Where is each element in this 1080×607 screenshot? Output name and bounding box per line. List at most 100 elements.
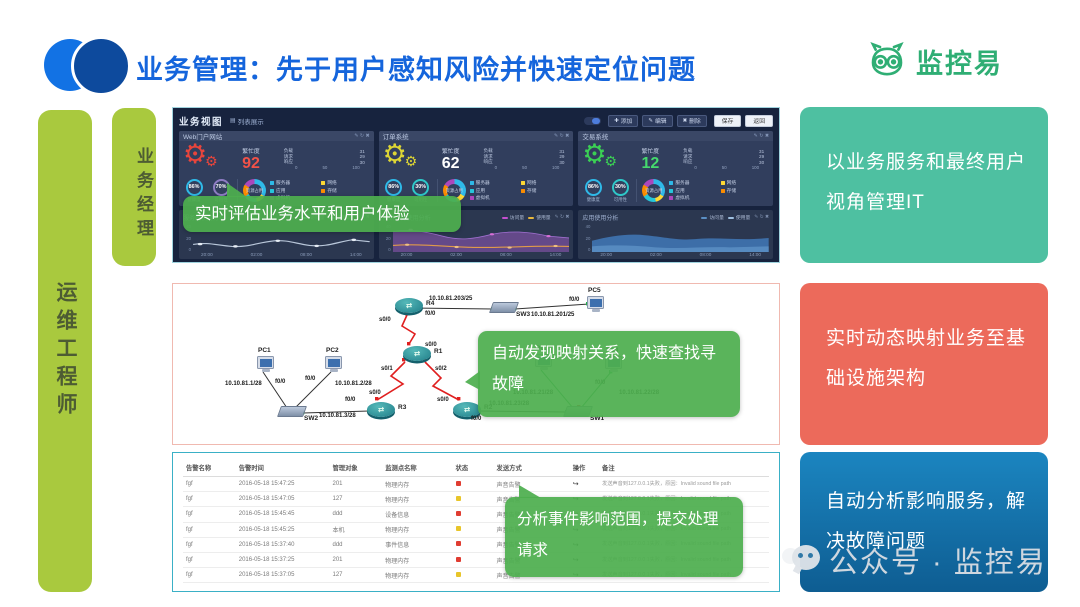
alarm-row[interactable]: fgf 2016-05-18 15:47:25 201 物理内存 声音告警 ↪ … bbox=[183, 476, 769, 493]
network-device[interactable]: SW1 bbox=[562, 406, 604, 422]
device-icon: ⇄ bbox=[395, 298, 423, 313]
donut-label: 资源占用 bbox=[645, 187, 663, 193]
busy-label: 繁忙度 bbox=[242, 149, 260, 155]
role-manager-label: 业务经理 bbox=[134, 147, 153, 243]
axis-tick: 100 bbox=[352, 164, 360, 170]
legend-item: 应用 bbox=[669, 188, 718, 194]
alarm-header-cell: 告警名称 bbox=[183, 459, 236, 477]
alarm-name-cell: fgf bbox=[183, 567, 236, 584]
kpi-cards: Web门户网站 ✎ ↻ ✖ ⚙ ⚙ 繁忙度 92 负载 bbox=[179, 131, 774, 206]
card-tools-icon[interactable]: ✎ ↻ ✖ bbox=[753, 133, 770, 139]
net-label: s0/0 bbox=[369, 390, 381, 396]
device-icon: ⇄ bbox=[453, 402, 481, 417]
alarm-monitor-cell: 设备信息 bbox=[382, 506, 453, 523]
toolbar-button[interactable]: ✖删除 bbox=[676, 114, 707, 127]
toolbar-button-light[interactable]: 返回 bbox=[745, 114, 773, 127]
busy-label: 繁忙度 bbox=[441, 149, 460, 155]
alarm-time-cell: 2016-05-18 15:47:05 bbox=[235, 491, 330, 508]
bar-value: 29 bbox=[759, 154, 765, 159]
device-name: PC5 bbox=[588, 287, 601, 294]
gear-icon: ⚙ ⚙ bbox=[183, 139, 218, 169]
legend-item: 虚拟机 bbox=[669, 195, 718, 201]
axis-tick: 100 bbox=[552, 164, 560, 170]
view-toggle[interactable] bbox=[584, 116, 602, 125]
status-dot bbox=[455, 495, 461, 501]
network-device[interactable]: ⇄ R2 bbox=[453, 402, 492, 417]
toolbar-button[interactable]: ✚添加 bbox=[608, 114, 639, 127]
benefit-text: 以业务服务和最终用户视角管理IT bbox=[826, 152, 1027, 213]
chart-tools-icon[interactable]: ✎ ↻ ✖ bbox=[554, 215, 570, 220]
alarm-target-cell: 201 bbox=[329, 476, 383, 493]
network-device[interactable]: SW3 bbox=[488, 302, 530, 318]
status-dot bbox=[455, 571, 461, 577]
forward-arrow-icon[interactable]: ↪ bbox=[572, 481, 579, 489]
legend-label: 服务器 bbox=[475, 179, 490, 185]
legend-swatch bbox=[270, 188, 274, 193]
time-label: 20:00 bbox=[600, 252, 613, 257]
donut-label: 资源占用 bbox=[445, 187, 463, 193]
device-name: R1 bbox=[434, 348, 443, 355]
busy-value: 12 bbox=[641, 155, 660, 172]
legend-label: 应用 bbox=[675, 187, 685, 193]
card-tools-icon[interactable]: ✎ ↻ ✖ bbox=[354, 133, 370, 139]
time-label: 14:00 bbox=[749, 252, 761, 257]
chart-tools-icon[interactable]: ✎ ↻ ✖ bbox=[754, 215, 770, 220]
legend-label: 服务器 bbox=[276, 179, 291, 185]
alarm-remark-cell: 发送声音到127.0.0.1失败，原因：Invalid sound file p… bbox=[599, 476, 769, 493]
device-name: SW2 bbox=[304, 415, 319, 422]
status-dot bbox=[455, 556, 461, 562]
legend-swatch bbox=[521, 188, 525, 193]
network-device[interactable]: PC2 bbox=[325, 347, 342, 372]
net-label: f0/0 bbox=[345, 397, 356, 403]
watermark-text: 公众号 · 监控易 bbox=[829, 547, 1047, 579]
bar-value: 30 bbox=[759, 159, 765, 165]
legend-item: 网络 bbox=[321, 180, 370, 186]
device-icon bbox=[488, 302, 520, 313]
network-device[interactable]: PC5 bbox=[587, 287, 604, 312]
alarm-name-cell: fgf bbox=[183, 476, 236, 493]
card-title: 交易系统 bbox=[582, 134, 609, 141]
network-device[interactable]: SW2 bbox=[276, 406, 318, 422]
legend-swatch bbox=[521, 180, 525, 185]
alarm-name-cell: fgf bbox=[183, 522, 236, 538]
legend-item: 网络 bbox=[521, 180, 570, 186]
gauge-value: 70% bbox=[215, 184, 227, 190]
status-dot bbox=[455, 541, 461, 547]
slide-logo bbox=[44, 36, 131, 96]
alarm-status-cell bbox=[452, 522, 494, 538]
callout-bubble-evaluate: 实时评估业务水平和用户体验 bbox=[183, 183, 461, 232]
time-label: 08:00 bbox=[699, 252, 712, 257]
alarm-status-cell bbox=[452, 491, 494, 508]
legend-label: 网络 bbox=[726, 179, 737, 185]
toolbar-button-light[interactable]: 保存 bbox=[713, 114, 742, 127]
net-label: s0/0 bbox=[425, 342, 437, 348]
alarm-status-cell bbox=[452, 506, 494, 523]
network-device[interactable]: PC1 bbox=[257, 347, 274, 372]
legend-label: 虚拟机 bbox=[475, 195, 490, 201]
legend-swatch bbox=[321, 180, 326, 185]
device-icon bbox=[257, 356, 274, 372]
network-device[interactable]: ⇄ R4 bbox=[395, 298, 434, 313]
bar-row: 响应 30 bbox=[479, 159, 570, 165]
bar-row: 请求 29 bbox=[279, 154, 370, 160]
legend-label: 服务器 bbox=[675, 179, 690, 185]
dashboard-title: 业务视图 bbox=[179, 116, 224, 128]
toolbar-button[interactable]: ✎编辑 bbox=[642, 114, 673, 127]
list-icon: ▤ bbox=[230, 118, 236, 124]
network-device[interactable]: ⇄ R3 bbox=[367, 402, 406, 417]
network-device[interactable]: ⇄ R1 bbox=[403, 346, 442, 361]
owl-icon bbox=[870, 41, 904, 76]
list-view-tab[interactable]: ▤ 列表展示 bbox=[230, 116, 264, 126]
alarm-status-cell bbox=[452, 567, 494, 584]
bar-label: 响应 bbox=[683, 159, 693, 164]
legend-label: 应用 bbox=[475, 187, 486, 193]
gauge-value: 86% bbox=[388, 184, 400, 190]
card-tools-icon[interactable]: ✎ ↻ ✖ bbox=[553, 133, 570, 139]
donut-label: 资源占用 bbox=[245, 187, 264, 193]
mini-bar-chart: 负载 31 请求 29 响应 30 bbox=[477, 148, 570, 170]
bar-label: 负载 bbox=[683, 148, 693, 153]
gauge-label: 健康度 bbox=[586, 196, 600, 202]
